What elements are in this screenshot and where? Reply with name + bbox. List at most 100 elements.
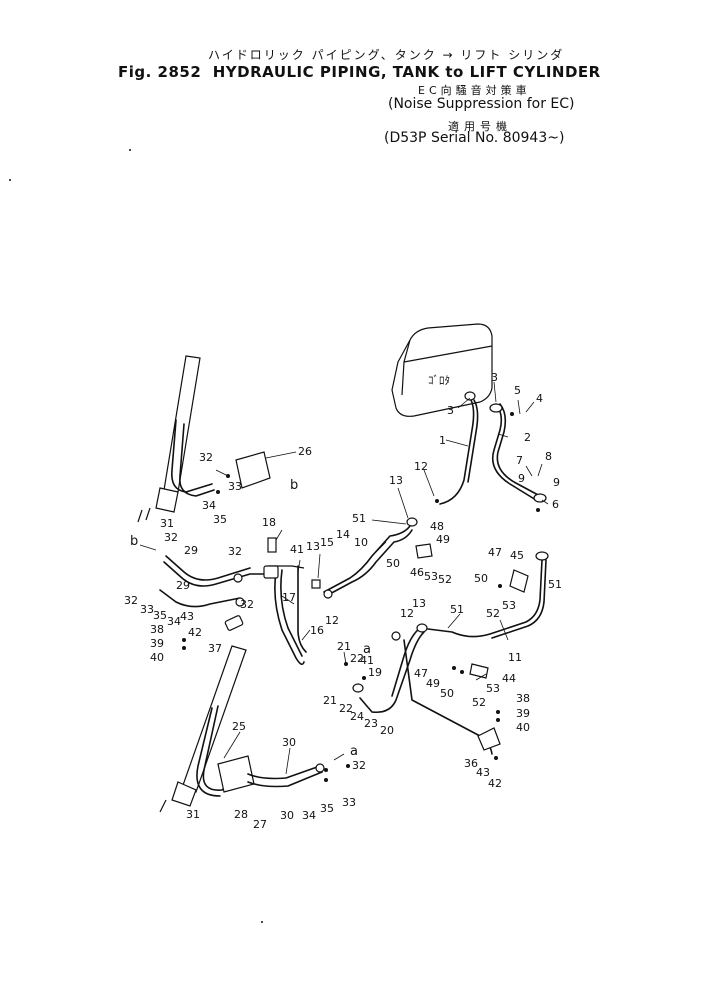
callout-b: b: [290, 478, 298, 493]
callout-53: 53: [502, 599, 516, 612]
callout-23: 23: [364, 717, 378, 730]
callout-34: 34: [302, 809, 316, 822]
callout-49: 49: [436, 533, 450, 546]
callout-24: 24: [350, 710, 364, 723]
callout-33: 33: [228, 480, 242, 493]
callout-6: 6: [552, 498, 559, 511]
callout-36: 36: [464, 757, 478, 770]
pipe-2: [491, 403, 537, 501]
callout-21: 21: [323, 694, 337, 707]
callout-52: 52: [472, 696, 486, 709]
callout-22: 22: [339, 702, 353, 715]
callout-43: 43: [476, 766, 490, 779]
callout-19: 19: [368, 666, 382, 679]
callout-21: 21: [337, 640, 351, 653]
callout-13: 13: [389, 474, 403, 487]
callout-13: 13: [306, 540, 320, 553]
callout-52: 52: [486, 607, 500, 620]
callout-51: 51: [548, 578, 562, 591]
callout-14: 14: [336, 528, 350, 541]
pipe-30: [247, 765, 321, 780]
callout-42: 42: [488, 777, 502, 790]
callout-41: 41: [360, 654, 374, 667]
valve-block-26: [235, 451, 271, 489]
callout-10: 10: [354, 536, 368, 549]
callout-32: 32: [199, 451, 213, 464]
callout-9: 9: [518, 472, 525, 485]
callout-2: 2: [524, 431, 531, 444]
callout-44: 44: [502, 672, 516, 685]
figure-title-text: HYDRAULIC PIPING, TANK to LIFT CYLINDER: [212, 63, 601, 81]
callout-51: 51: [352, 512, 366, 525]
japanese-title: ハイドロリック パイピング、タンク → リフト シリンダ: [208, 48, 565, 62]
pipe-29: [163, 561, 273, 587]
callout-50: 50: [440, 687, 454, 700]
callout-45: 45: [510, 549, 524, 562]
callout-12: 12: [400, 607, 414, 620]
callout-35: 35: [153, 609, 167, 622]
callout-30: 30: [280, 809, 294, 822]
callout-8: 8: [545, 450, 552, 463]
callout-34: 34: [167, 615, 181, 628]
pipe-11: [419, 559, 543, 638]
callout-41: 41: [290, 543, 304, 556]
callout-33: 33: [342, 796, 356, 809]
callout-38: 38: [150, 623, 164, 636]
callout-27: 27: [253, 818, 267, 831]
callout-11: 11: [508, 651, 522, 664]
callout-33: 33: [140, 603, 154, 616]
callout-5: 5: [514, 384, 521, 397]
callout-13: 13: [412, 597, 426, 610]
callout-40: 40: [516, 721, 530, 734]
callout-39: 39: [516, 707, 530, 720]
callout-50: 50: [474, 572, 488, 585]
pipe-29-lower: [159, 589, 241, 608]
callout-9: 9: [553, 476, 560, 489]
serial-note-japanese: 適用号機: [448, 120, 512, 133]
callout-12: 12: [414, 460, 428, 473]
ec-note-japanese: EC向騒音対策車: [418, 84, 531, 97]
callout-50: 50: [386, 557, 400, 570]
callout-39: 39: [150, 637, 164, 650]
callout-3: 3: [491, 371, 498, 384]
callout-1: 1: [439, 434, 446, 447]
callout-b: b: [130, 534, 138, 549]
callout-4: 4: [536, 392, 543, 405]
callout-12: 12: [325, 614, 339, 627]
callout-53: 53: [486, 682, 500, 695]
callout-29: 29: [184, 544, 198, 557]
lift-cylinder-upper: [137, 355, 215, 523]
hydraulic-tank: ｺﾞﾛﾀ: [391, 323, 493, 417]
callout-3: 3: [447, 404, 454, 417]
figure-number: Fig. 2852: [118, 63, 202, 81]
callout-18: 18: [262, 516, 276, 529]
pipe-20: [359, 631, 425, 714]
callout-a: a: [350, 744, 358, 759]
callout-38: 38: [516, 692, 530, 705]
figure-title: Fig. 2852 HYDRAULIC PIPING, TANK to LIFT…: [118, 63, 601, 81]
serial-number-note: (D53P Serial No. 80943~): [384, 130, 565, 146]
callout-47: 47: [414, 667, 428, 680]
callout-35: 35: [213, 513, 227, 526]
pipe-16: [274, 571, 305, 666]
lift-cylinder-lower: [159, 645, 247, 813]
callout-32: 32: [240, 598, 254, 611]
callout-32: 32: [124, 594, 138, 607]
callout-26: 26: [298, 445, 312, 458]
callout-20: 20: [380, 724, 394, 737]
leader-lines: [139, 381, 549, 775]
callout-22: 22: [350, 652, 364, 665]
callout-46: 46: [410, 566, 424, 579]
callout-16: 16: [310, 624, 324, 637]
callout-48: 48: [430, 520, 444, 533]
callout-34: 34: [202, 499, 216, 512]
pipe-10: [323, 525, 411, 593]
callout-52: 52: [438, 573, 452, 586]
tank-marking: ｺﾞﾛﾀ: [428, 374, 450, 387]
callout-47: 47: [488, 546, 502, 559]
callout-42: 42: [188, 626, 202, 639]
callout-31: 31: [186, 808, 200, 821]
pipe-1: [439, 397, 475, 505]
callout-43: 43: [180, 610, 194, 623]
